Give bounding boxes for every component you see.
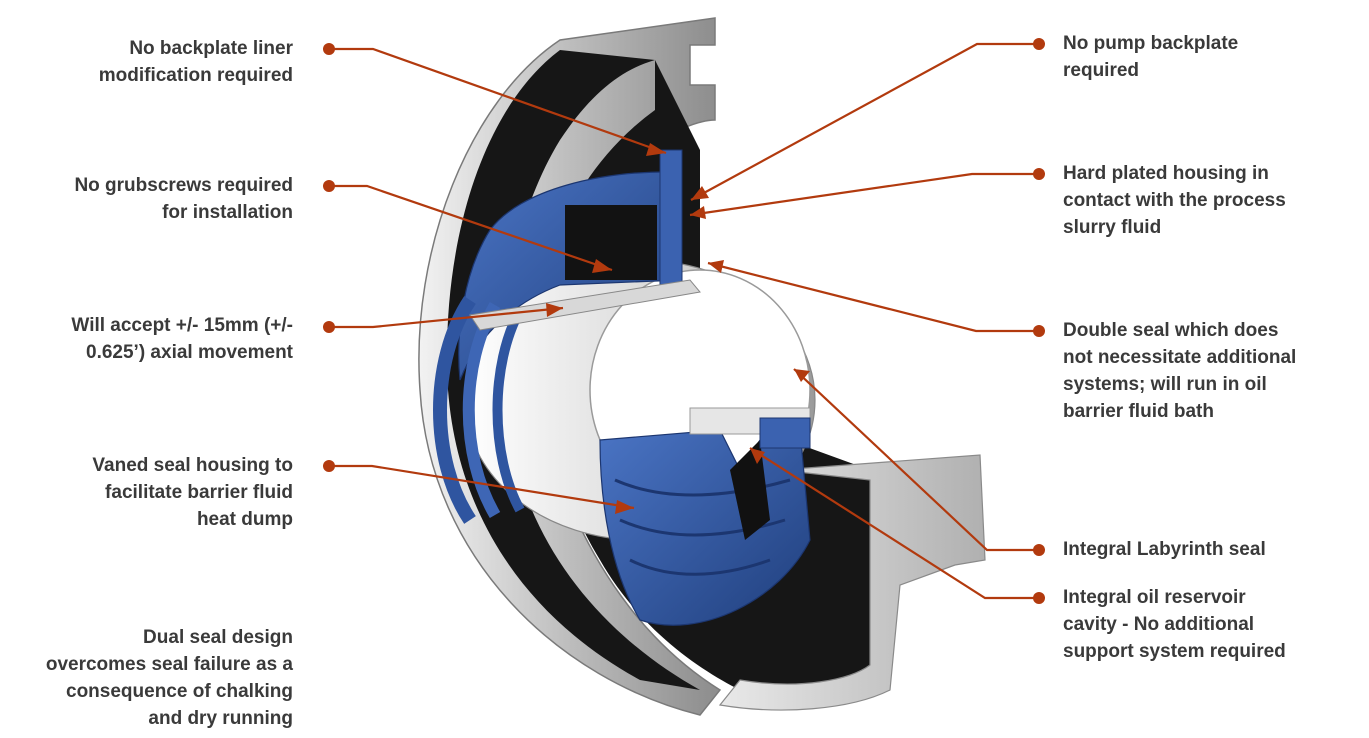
label-line: Double seal which does xyxy=(1063,320,1279,341)
label-double-seal: Double seal which does not necessitate a… xyxy=(1063,317,1296,425)
label-axial-movement: Will accept +/- 15mm (+/- 0.625’) axial … xyxy=(71,312,293,366)
label-line: contact with the process xyxy=(1063,190,1286,211)
label-line: Vaned seal housing to xyxy=(92,455,293,476)
label-line: Will accept +/- 15mm (+/- xyxy=(71,315,293,336)
label-line: for installation xyxy=(162,202,293,223)
upper-seal-window xyxy=(565,205,657,280)
label-line: No backplate liner xyxy=(129,38,293,59)
shaft-band xyxy=(469,279,701,331)
dot-hard-plated xyxy=(1033,168,1045,180)
arrow-vaned-housing xyxy=(615,500,634,514)
dot-grubscrews xyxy=(323,180,335,192)
label-oil-reservoir: Integral oil reservoir cavity - No addit… xyxy=(1063,584,1286,665)
label-vaned-housing: Vaned seal housing to facilitate barrier… xyxy=(92,452,293,533)
leader-hard-plated xyxy=(689,172,1039,217)
lower-seal-cavity xyxy=(730,440,770,540)
labyrinth-seal xyxy=(759,417,811,449)
leader-vaned-housing xyxy=(329,464,635,510)
leader-dots xyxy=(323,38,1045,604)
label-dual-seal: Dual seal design overcomes seal failure … xyxy=(46,624,293,732)
label-line: support system required xyxy=(1063,641,1286,662)
dot-axial-movement xyxy=(323,321,335,333)
leader-axial-movement xyxy=(329,306,564,329)
label-line: Integral Labyrinth seal xyxy=(1063,539,1266,560)
label-line: Hard plated housing in xyxy=(1063,163,1269,184)
leader-backplate-liner xyxy=(329,47,667,155)
dot-oil-reservoir xyxy=(1033,592,1045,604)
label-line: heat dump xyxy=(196,509,293,530)
arrow-axial-movement xyxy=(546,303,563,317)
label-line: systems; will run in oil xyxy=(1063,374,1267,395)
dot-backplate-liner xyxy=(323,43,335,55)
arrow-grubscrews xyxy=(592,259,612,273)
leader-grubscrews xyxy=(329,184,613,272)
label-line: overcomes seal failure as a xyxy=(45,654,293,675)
arrow-hard-plated xyxy=(690,206,706,219)
arrow-oil-reservoir xyxy=(750,448,765,464)
label-line: not necessitate additional xyxy=(1063,347,1297,368)
upper-seal-flange xyxy=(659,149,683,291)
dot-labyrinth xyxy=(1033,544,1045,556)
arrow-labyrinth xyxy=(794,369,810,382)
dot-double-seal xyxy=(1033,325,1045,337)
front-face xyxy=(718,454,986,711)
leader-pump-backplate xyxy=(690,42,1039,201)
dot-vaned-housing xyxy=(323,460,335,472)
label-hard-plated: Hard plated housing in contact with the … xyxy=(1063,160,1286,241)
arrow-backplate-liner xyxy=(646,143,666,156)
leader-labyrinth xyxy=(793,368,1039,552)
label-grubscrews: No grubscrews required for installation xyxy=(74,172,293,226)
label-backplate-liner: No backplate liner modification required xyxy=(99,35,293,89)
label-line: modification required xyxy=(98,65,293,86)
label-line: Dual seal design xyxy=(143,627,293,648)
label-line: facilitate barrier fluid xyxy=(105,482,293,503)
label-line: and dry running xyxy=(148,708,293,729)
label-line: 0.625’) axial movement xyxy=(86,342,293,363)
leader-double-seal xyxy=(707,261,1039,333)
label-line: Integral oil reservoir xyxy=(1063,587,1246,608)
label-line: required xyxy=(1063,60,1140,81)
leader-oil-reservoir xyxy=(749,447,1039,600)
label-line: consequence of chalking xyxy=(66,681,293,702)
label-line: cavity - No additional xyxy=(1063,614,1255,635)
label-line: barrier fluid bath xyxy=(1063,401,1214,422)
label-line: No pump backplate xyxy=(1063,33,1239,54)
arrow-pump-backplate xyxy=(691,186,709,200)
label-labyrinth: Integral Labyrinth seal xyxy=(1063,536,1266,563)
label-line: slurry fluid xyxy=(1063,217,1162,238)
label-line: No grubscrews required xyxy=(74,175,293,196)
leader-arrowheads xyxy=(546,143,810,514)
label-pump-backplate: No pump backplate required xyxy=(1063,30,1238,84)
dot-pump-backplate xyxy=(1033,38,1045,50)
arrow-double-seal xyxy=(708,260,724,273)
vane-ring-1 xyxy=(433,296,476,524)
leader-lines xyxy=(329,42,1039,600)
